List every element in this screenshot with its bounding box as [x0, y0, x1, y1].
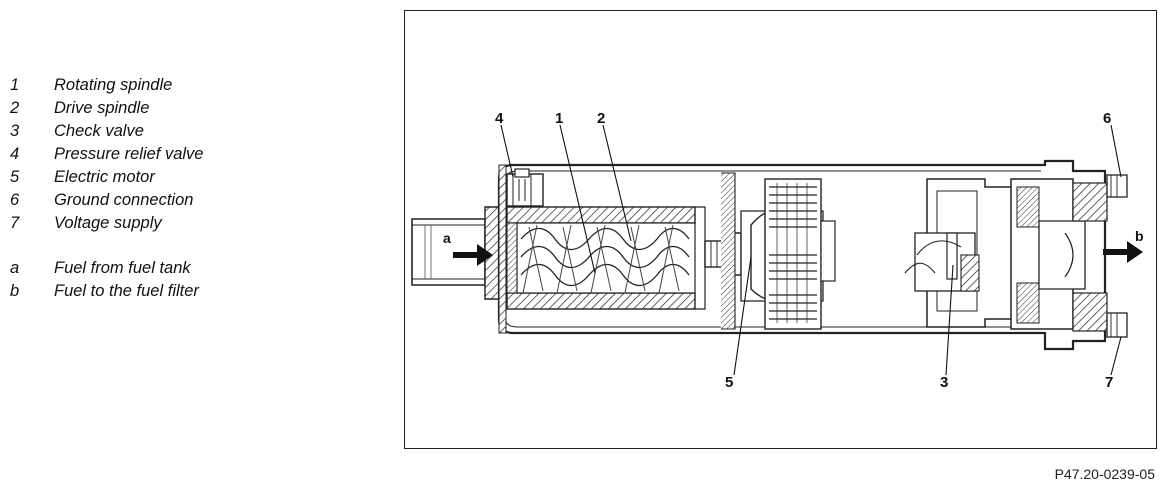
callout-5: 5 [725, 374, 733, 391]
legend-key: a [10, 259, 20, 277]
callout-6: 6 [1103, 110, 1111, 127]
legend-key: 3 [10, 122, 20, 140]
screw-spindles [520, 224, 690, 294]
spindle-chamber [506, 206, 706, 310]
fuel-pump-diagram: 4 1 2 5 3 6 7 a b [411, 110, 1144, 391]
outlet-label: b [1135, 228, 1144, 244]
legend-item-1: 1 Rotating spindle [10, 74, 350, 97]
legend-text: Electric motor [54, 168, 155, 186]
legend-text: Ground connection [54, 191, 194, 209]
legend-text: Rotating spindle [54, 76, 173, 94]
legend-text: Fuel from fuel tank [54, 259, 191, 277]
callout-3: 3 [940, 374, 948, 391]
legend-key: 4 [10, 145, 20, 163]
legend-item-5: 5 Electric motor [10, 166, 350, 189]
legend-text: Pressure relief valve [54, 145, 204, 163]
callout-1: 1 [555, 110, 563, 127]
legend-item-6: 6 Ground connection [10, 189, 350, 212]
inlet-arrow [453, 244, 493, 266]
legend-text: Fuel to the fuel filter [54, 282, 199, 300]
legend-key: 6 [10, 191, 20, 209]
check-valve-assembly [904, 178, 1014, 328]
legend-item-b: b Fuel to the fuel filter [10, 280, 350, 303]
legend-key: 2 [10, 99, 20, 117]
legend-item-4: 4 Pressure relief valve [10, 143, 350, 166]
legend-item-7: 7 Voltage supply [10, 212, 350, 235]
legend: 1 Rotating spindle 2 Drive spindle 3 Che… [10, 74, 350, 303]
callout-4: 4 [495, 110, 504, 127]
legend-text: Check valve [54, 122, 144, 140]
figure-id: P47.20-0239-05 [1054, 466, 1155, 482]
callout-leaders [500, 124, 1122, 376]
legend-key: 7 [10, 214, 20, 232]
inlet-label: a [443, 230, 451, 246]
pressure-relief-valve [506, 168, 544, 207]
legend-item-a: a Fuel from fuel tank [10, 257, 350, 280]
legend-text: Drive spindle [54, 99, 150, 117]
legend-key: 5 [10, 168, 20, 186]
legend-key: 1 [10, 76, 20, 94]
callout-7: 7 [1105, 374, 1113, 391]
legend-spacer [10, 235, 350, 257]
legend-text: Voltage supply [54, 214, 162, 232]
inlet-pipe [411, 206, 500, 300]
legend-key: b [10, 282, 20, 300]
motor-windings [769, 183, 817, 323]
callout-2: 2 [597, 110, 605, 127]
figure-frame: 4 1 2 5 3 6 7 a b [404, 10, 1157, 449]
legend-item-2: 2 Drive spindle [10, 97, 350, 120]
outlet-block [1010, 178, 1108, 332]
ground-terminal [1106, 174, 1128, 198]
voltage-terminal [1106, 312, 1128, 338]
legend-item-3: 3 Check valve [10, 120, 350, 143]
motor-brush-area [820, 220, 836, 282]
outlet-arrow [1103, 241, 1143, 263]
